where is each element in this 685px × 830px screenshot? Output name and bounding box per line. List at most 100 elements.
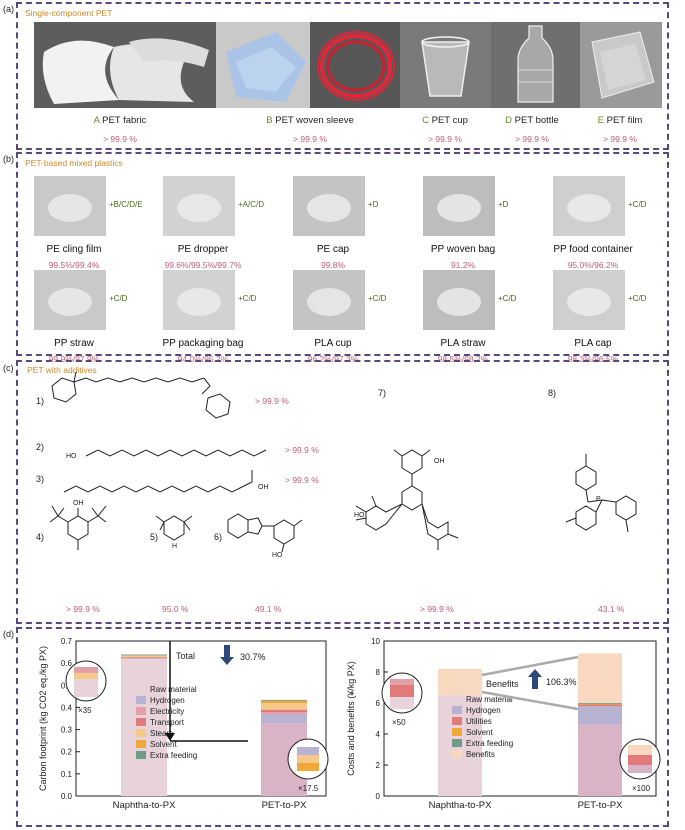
legend-swatch bbox=[452, 739, 462, 747]
mixed-plastic-photo-7 bbox=[163, 270, 235, 330]
zoom-right-label: ×100 bbox=[632, 784, 651, 793]
legend-label: Solvent bbox=[150, 740, 177, 749]
additive-8-p: P bbox=[596, 496, 601, 503]
additive-5-pct: 95.0 % bbox=[162, 604, 189, 614]
bar-hydrogen bbox=[261, 714, 307, 723]
zoom-left-bar bbox=[74, 679, 98, 697]
legend-swatch bbox=[136, 718, 146, 726]
bar-extra-feeding bbox=[121, 654, 167, 656]
mixed-plastic-photo-5 bbox=[553, 176, 625, 236]
y-tick-label: 0.7 bbox=[61, 637, 73, 646]
zoom-left-steam bbox=[74, 673, 98, 679]
y-tick-label: 0.4 bbox=[61, 703, 73, 712]
mixed-plastic-photo-10 bbox=[553, 270, 625, 330]
y-tick-label: 8 bbox=[376, 668, 381, 677]
mixed-plastic-plus-1: +B/C/D/E bbox=[109, 200, 143, 209]
legend-swatch bbox=[452, 750, 462, 758]
bar-extra-feeding bbox=[578, 703, 622, 704]
legend-swatch bbox=[452, 717, 462, 725]
legend-label: Utilities bbox=[466, 717, 492, 726]
pet-red-sleeve-image bbox=[310, 22, 402, 108]
legend-swatch bbox=[136, 729, 146, 737]
bar-solvent bbox=[578, 703, 622, 705]
additive-6-num: 6) bbox=[214, 532, 223, 542]
pet-sleeve-name: PET woven sleeve bbox=[272, 115, 354, 126]
additive-8-num: 8) bbox=[548, 388, 557, 398]
y-axis-label: Carbon footprint (kg CO2 eq./kg PX) bbox=[38, 646, 48, 791]
additive-1-pct: > 99.9 % bbox=[255, 396, 289, 406]
x-tick-label: PET-to-PX bbox=[578, 800, 624, 811]
bar-utilities bbox=[578, 704, 622, 707]
pet-cup-image bbox=[400, 22, 491, 108]
y-tick-label: 0 bbox=[376, 792, 381, 801]
total-arrow-head bbox=[165, 733, 175, 741]
y-tick-label: 4 bbox=[376, 730, 381, 739]
additive-2-num: 2) bbox=[36, 442, 45, 452]
pet-fabric-image bbox=[34, 22, 216, 108]
legend-label: Extra feeding bbox=[466, 739, 513, 748]
mixed-plastic-name-1: PE cling film bbox=[46, 244, 102, 255]
panel-b-title: PET-based mixed plastics bbox=[25, 158, 123, 168]
legend-label: Raw material bbox=[466, 695, 513, 704]
pet-sleeve-pct: > 99.9 % bbox=[293, 134, 327, 144]
mixed-plastic-name-2: PE dropper bbox=[177, 244, 229, 255]
mixed-plastic-plus-5: +C/D bbox=[628, 200, 647, 209]
mixed-plastic-photo-8 bbox=[293, 270, 365, 330]
pet-cup-tile bbox=[400, 22, 491, 108]
legend-label: Solvent bbox=[466, 728, 493, 737]
mixed-plastic-pct-4: 91.2% bbox=[450, 260, 476, 270]
mixed-plastic-plus-10: +C/D bbox=[628, 294, 647, 303]
mixed-plastic-plus-3: +D bbox=[368, 200, 379, 209]
pet-film-image bbox=[580, 22, 662, 108]
legend-label: Electricity bbox=[150, 707, 184, 716]
legend-swatch bbox=[452, 695, 462, 703]
mixed-plastic-photo-4 bbox=[423, 176, 495, 236]
pet-blue-fabric-image bbox=[216, 22, 310, 108]
mixed-plastic-pct-9: 98.5%/98.2% bbox=[437, 354, 489, 364]
mixed-plastic-name-6: PP straw bbox=[54, 338, 94, 349]
mixed-plastic-name-3: PE cap bbox=[316, 244, 350, 255]
additive-4-pct: > 99.9 % bbox=[66, 604, 100, 614]
pet-film-name: PET film bbox=[603, 115, 643, 126]
legend-label: Extra feeding bbox=[150, 751, 197, 760]
zoom-right-benefit bbox=[628, 745, 652, 755]
panel-b: PET-based mixed plastics bbox=[16, 152, 669, 356]
y-tick-label: 0.3 bbox=[61, 726, 73, 735]
pet-bottle-tile bbox=[491, 22, 580, 108]
bar-electricity bbox=[261, 712, 307, 715]
mixed-plastic-photo-9 bbox=[423, 270, 495, 330]
mixed-plastic-photo-3 bbox=[293, 176, 365, 236]
benefit-line-bottom bbox=[481, 690, 579, 711]
panel-c: PET with additives bbox=[16, 360, 669, 624]
zoom-left-elec bbox=[74, 667, 98, 673]
panel-c-title: PET with additives bbox=[27, 365, 97, 375]
zoom-left-util bbox=[390, 685, 414, 697]
plot-frame bbox=[383, 640, 657, 797]
bar-solvent bbox=[261, 700, 307, 703]
bar-steam bbox=[121, 655, 167, 658]
pet-cup-caption: C PET cup bbox=[405, 115, 485, 126]
zoom-right-label: ×17.5 bbox=[298, 784, 319, 793]
pet-fabric-tag: A bbox=[93, 115, 100, 126]
pet-film-pct: > 99.9 % bbox=[603, 134, 637, 144]
additive-3-num: 3) bbox=[36, 474, 45, 484]
pet-film-tag: E bbox=[597, 115, 604, 126]
additive-5-num: 5) bbox=[150, 532, 159, 542]
additive-2-ho: HO bbox=[66, 453, 77, 460]
additive-5-h: H bbox=[172, 543, 178, 550]
x-tick-label: Naphtha-to-PX bbox=[113, 800, 177, 811]
bar-raw-material bbox=[578, 724, 622, 796]
pet-film-caption: E PET film bbox=[580, 115, 660, 126]
additive-3-pct: > 99.9 % bbox=[285, 475, 319, 485]
pet-bottle-pct: > 99.9 % bbox=[515, 134, 549, 144]
pet-fabric-pct: > 99.9 % bbox=[103, 134, 137, 144]
pet-fabric-caption: A PET fabric bbox=[80, 115, 160, 126]
panel-a-title: Single-component PET bbox=[25, 8, 113, 18]
y-tick-label: 0.1 bbox=[61, 770, 73, 779]
pet-cup-name: PET cup bbox=[428, 115, 468, 126]
zoom-left-label: ×50 bbox=[392, 718, 406, 727]
additive-structures bbox=[49, 372, 637, 553]
bar-hydrogen bbox=[578, 706, 622, 725]
panel-c-label: (c) bbox=[3, 363, 14, 373]
